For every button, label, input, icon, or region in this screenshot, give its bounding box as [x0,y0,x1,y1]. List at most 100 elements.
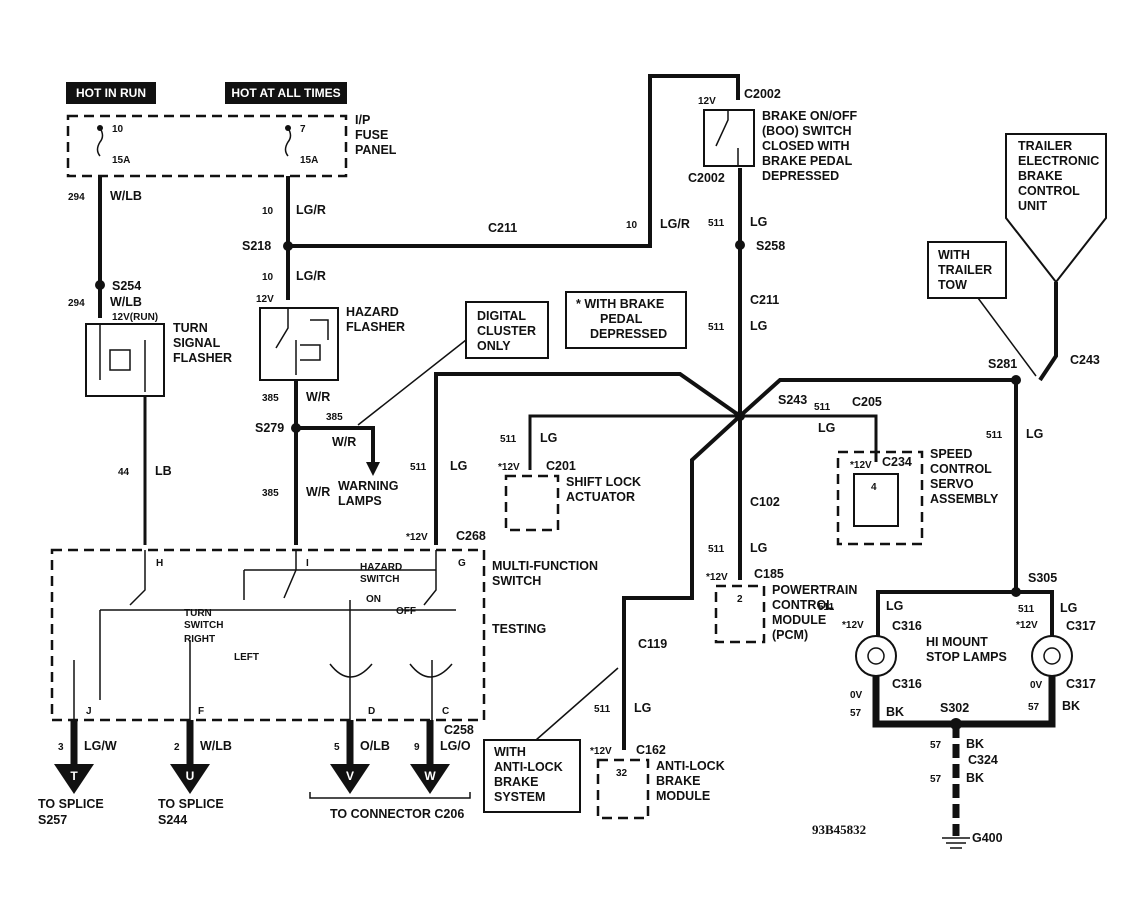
turn-signal-flasher-label-3: FLASHER [173,351,232,365]
wire-511-color-e: LG [818,421,835,435]
wire-511-num-h: 511 [818,602,835,613]
stop-lamp-right [1031,635,1073,677]
fuse-panel-label-2: FUSE [355,128,388,142]
connector-c162: C162 [636,743,666,757]
wire-511-to-s281 [738,378,1016,418]
hot-in-run-tag [66,82,156,104]
warning-lamps-label-1: WARNING [338,479,398,493]
abs-system-label-2: ANTI-LOCK [494,760,563,774]
wire-57-ground-bus [872,676,1056,728]
fuse-panel-box [66,114,348,178]
voltage-12v-run: 12V(RUN) [112,312,158,323]
pin-c: C [442,706,449,717]
wire-511-color-c: LG [450,459,467,473]
connector-c185: C185 [754,567,784,581]
abs-system-box [483,739,581,813]
connector-c211-a: C211 [488,221,517,235]
voltage-12v-mfs: *12V [406,532,428,543]
connector-c201: C201 [546,459,576,473]
fuse-panel-label-1: I/P [355,113,370,127]
wire-294-num-2: 294 [68,298,85,309]
warning-lamps-arrow [366,462,380,476]
fuse-10-symbol [96,127,104,157]
connector-c317-bot: C317 [1066,677,1096,691]
wire-57-num-b: 57 [1028,702,1040,713]
voltage-12v-hazard: 12V [256,294,274,305]
pin-32: 32 [616,768,628,779]
brake-switch-label-4: BRAKE PEDAL [762,154,853,168]
wire-511-num-e: 511 [814,402,831,413]
right-label: RIGHT [184,634,215,645]
wire-385-num: 385 [262,393,279,404]
voltage-12v-abs: *12V [590,746,612,757]
abs-system-label-4: SYSTEM [494,790,545,804]
multi-function-label-2: SWITCH [492,574,541,588]
pcm-label-1: POWERTRAIN [772,583,857,597]
turn-switch-label-1: TURN [184,608,212,619]
voltage-0v-left: 0V [850,690,863,701]
turn-signal-flasher-label-1: TURN [173,321,208,335]
brake-note-1: * WITH BRAKE [576,297,664,311]
pin-f: F [198,706,204,717]
voltage-12v-c316: *12V [842,620,864,631]
multi-function-switch-box [50,548,486,722]
wire-57-color-c: BK [966,737,984,751]
wire-44-num: 44 [118,467,130,478]
digital-cluster-pointer [357,339,467,426]
boo-switch-contacts [715,110,739,166]
wire-2-num: 2 [174,742,180,753]
splice-s254-dot [95,280,105,290]
voltage-0v-right: 0V [1030,680,1043,691]
wire-9-num: 9 [414,742,420,753]
wire-9-color: LG/O [440,739,471,753]
terminal-w [410,764,450,794]
speed-control-inner [853,473,899,527]
wire-57-color-d: BK [966,771,984,785]
voltage-12v-c317: *12V [1016,620,1038,631]
connector-c316-top: C316 [892,619,922,633]
hot-at-all-times-tag [225,82,347,104]
connector-c316-bot: C316 [892,677,922,691]
turn-flasher-internals [99,324,146,392]
digital-cluster-label-3: ONLY [477,339,511,353]
wire-511-num-d: 511 [500,434,517,445]
pin-h: H [156,558,163,569]
terminal-v-label: V [346,769,354,783]
pin-2: 2 [737,594,743,605]
wire-57-color-b: BK [1062,699,1080,713]
stop-lamp-left-filament [867,647,885,665]
pin-g: G [458,558,466,569]
wire-10-to-brake-switch [288,74,740,248]
connector-c234: C234 [882,455,912,469]
fuse-7-label: 7 [300,124,306,135]
speed-control-label-4: ASSEMBLY [930,492,999,506]
wire-385-color: W/R [306,390,330,404]
wire-3-color: LG/W [84,739,117,753]
connector-c2002-bot: C2002 [688,171,725,185]
trailer-unit-label-3: BRAKE [1018,169,1062,183]
multi-function-label-1: MULTI-FUNCTION [492,559,598,573]
digital-cluster-label-2: CLUSTER [477,324,536,338]
pin-j: J [86,706,92,717]
wire-511-color-b: LG [750,319,767,333]
wire-511-color-d: LG [540,431,557,445]
wire-294-color-2: W/LB [110,295,142,309]
wire-57-num-d: 57 [930,774,942,785]
wire-3-num: 3 [58,742,64,753]
speed-control-label-3: SERVO [930,477,974,491]
pcm-box [714,584,766,644]
wire-10-num-3: 10 [626,220,638,231]
stop-lamp-right-filament [1043,647,1061,665]
pcm-label-4: (PCM) [772,628,808,642]
splice-s302: S302 [940,701,969,715]
trailer-tow-label-2: TRAILER [938,263,992,277]
wire-385-num-2: 385 [262,488,279,499]
wire-511-color-i: LG [1060,601,1077,615]
mfs-internal-wiring [73,550,456,720]
brake-switch-label-2: (BOO) SWITCH [762,124,852,138]
wire-5-num: 5 [334,742,340,753]
hazard-flasher-label-1: HAZARD [346,305,399,319]
brake-note-box [565,291,687,349]
wire-511-num-j: 511 [594,704,611,715]
connector-c324: C324 [968,753,998,767]
